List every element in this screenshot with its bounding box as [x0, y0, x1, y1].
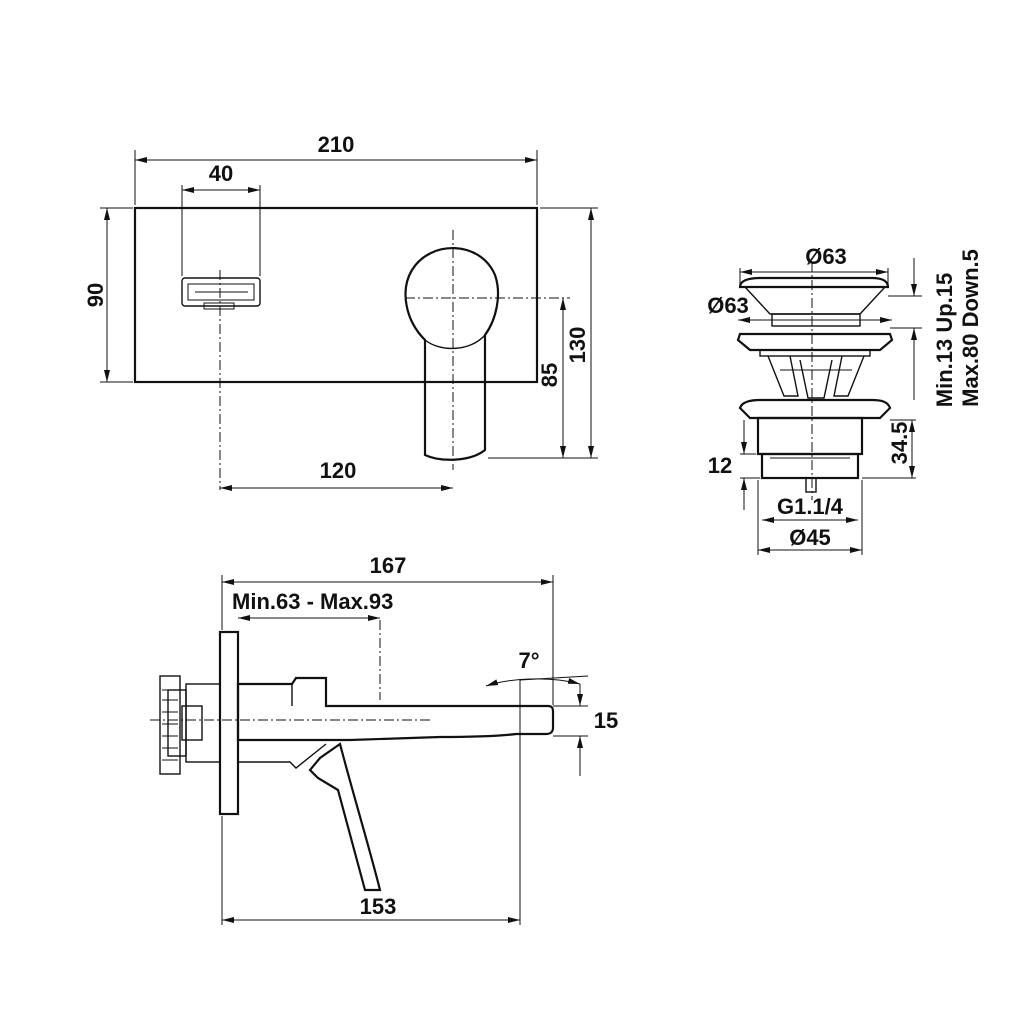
side-spout [236, 676, 555, 742]
front-view: 210 40 90 130 85 120 [83, 132, 598, 491]
dim-40: 40 [209, 161, 233, 186]
drain-flange [736, 332, 894, 352]
mixer-lever [404, 247, 500, 461]
dim-spout-height: 15 [594, 708, 618, 733]
dim-85: 85 [537, 363, 562, 387]
wall-plate [133, 206, 539, 384]
dim-130: 130 [565, 327, 590, 364]
dim-base-diameter: Ø45 [789, 525, 831, 550]
side-view: 167 Min.63 - Max.93 7° 15 153 [150, 553, 618, 925]
dim-drain-height: 34.5 [887, 422, 912, 465]
diverter-knob [181, 277, 261, 310]
dim-210: 210 [318, 132, 355, 157]
drain-up-min: Min.13 Up.15 [932, 273, 957, 407]
dim-flange-diameter: Ø63 [707, 293, 749, 318]
dim-153: 153 [360, 894, 397, 919]
side-lever [308, 742, 382, 892]
dim-167: 167 [370, 553, 407, 578]
dim-angle: 7° [518, 648, 539, 673]
drain-down-max: Max.80 Down.5 [958, 249, 983, 407]
drain-view: Ø63 Ø63 34.5 Min.13 Up.15 Max.80 Down.5 … [707, 244, 983, 555]
dim-cap-diameter: Ø63 [805, 244, 847, 269]
dim-90: 90 [83, 283, 108, 307]
side-plate [218, 630, 240, 816]
dim-120: 120 [320, 458, 357, 483]
dim-thread: G1.1/4 [777, 494, 844, 519]
drain-cap [738, 276, 890, 289]
drain-body [738, 398, 892, 420]
dim-wall-range: Min.63 - Max.93 [232, 589, 393, 614]
drain-fins [767, 355, 865, 399]
side-body [159, 675, 221, 775]
dim-thread-height: 12 [708, 453, 732, 478]
